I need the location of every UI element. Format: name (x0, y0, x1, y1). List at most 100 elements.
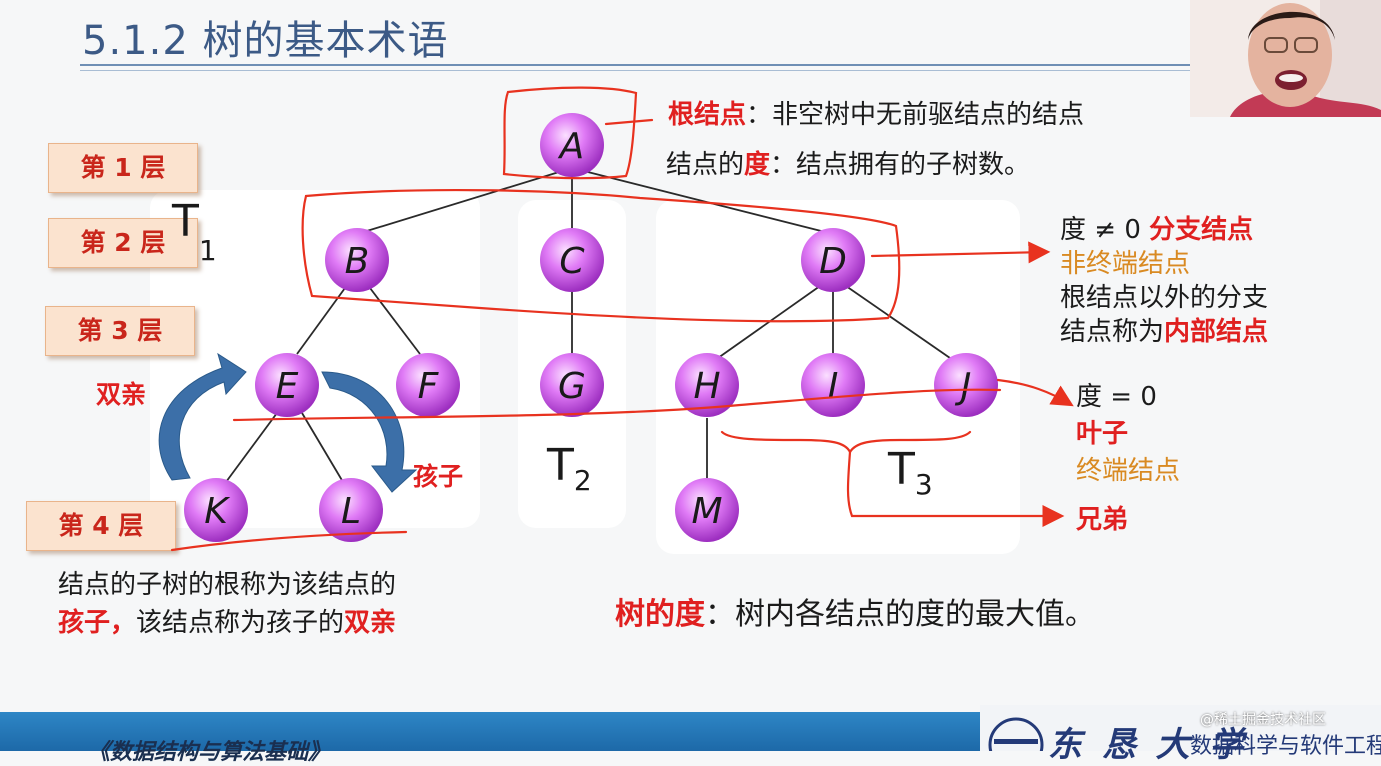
node-label-b: B (345, 241, 370, 282)
node-label-i: I (828, 366, 839, 407)
tree-degree-sep: ： (705, 597, 735, 632)
node-label-m: M (691, 491, 722, 532)
subtree-label-t2: T2 (547, 440, 592, 497)
node-g: G (540, 353, 604, 417)
degree-sep: ： (770, 150, 797, 180)
title-rule (80, 70, 1190, 71)
subtree-t3-letter: T (888, 444, 915, 495)
sibling-arrow (846, 450, 1065, 527)
node-i: I (801, 353, 865, 417)
level-label-3: 第 3 层 (45, 306, 195, 356)
internal-node-term: 内部结点 (1164, 317, 1269, 347)
parent-label: 双亲 (96, 380, 147, 409)
tree-degree-definition: 树的度：树内各结点的度的最大值。 (615, 598, 1095, 632)
child-def-line-2: 孩子，该结点称为孩子的双亲 (58, 604, 396, 642)
root-definition: 根结点：非空树中无前驱结点的结点 (668, 98, 1084, 132)
subtree-t1-letter: T (172, 196, 199, 247)
node-l: L (319, 478, 383, 542)
child-def-comma: ， (110, 608, 137, 638)
node-label-g: G (558, 366, 586, 407)
tree-edges (225, 167, 951, 483)
subtree-t3-index: 3 (914, 467, 933, 501)
curved-arrow-down-icon (321, 371, 418, 493)
edge-b-f (369, 287, 421, 355)
node-label-c: C (559, 241, 585, 282)
subtree-t2-letter: T (547, 440, 574, 491)
level-label-2: 第 2 层 (48, 218, 198, 268)
presenter-video (1190, 0, 1381, 117)
node-f: F (396, 353, 460, 417)
subtree-t2-index: 2 (573, 463, 592, 497)
node-label-e: E (276, 366, 299, 407)
degree-prefix: 结点的 (666, 150, 745, 180)
child-definition: 结点的子树的根称为该结点的 孩子，该结点称为孩子的双亲 (58, 566, 396, 642)
page-title: 5.1.2 树的基本术语 (82, 18, 449, 64)
branch-arrow (870, 241, 1051, 264)
edge-e-l (301, 412, 344, 483)
child-def-term-parent: 双亲 (344, 608, 397, 638)
course-name: 《数据结构与算法基础》 (88, 739, 331, 765)
curved-arrow-up-icon (158, 352, 247, 481)
degree-definition: 结点的度：结点拥有的子树数。 (666, 148, 1030, 182)
edge-d-j (845, 285, 951, 359)
node-label-l: L (341, 491, 361, 532)
branch-definition: 度 ≠ 0 分支结点 非终端结点 根结点以外的分支 结点称为内部结点 (1060, 213, 1268, 349)
red-annotations (170, 86, 1074, 552)
subtree-label-t3: T3 (888, 444, 933, 501)
branch-line-3: 根结点以外的分支 (1060, 283, 1269, 313)
node-d: D (801, 228, 865, 292)
edge-a-b (356, 167, 573, 235)
subtree-t1-index: 1 (198, 233, 217, 267)
node-c: C (540, 228, 604, 292)
level-label-1: 第 1 层 (48, 143, 198, 193)
degree-text: 结点拥有的子树数。 (796, 150, 1031, 180)
node-k: K (184, 478, 248, 542)
node-label-d: D (819, 241, 847, 282)
tree-degree-term: 树的度 (615, 597, 705, 632)
node-m: M (675, 478, 739, 542)
watermark: @稀土掘金技术社区 (1200, 712, 1326, 728)
root-sep: ： (746, 100, 773, 130)
branch-term: 分支结点 (1149, 215, 1254, 245)
leaf-term: 叶子 (1076, 419, 1129, 449)
node-label-a: A (558, 126, 585, 167)
level-label-4: 第 4 层 (26, 501, 176, 551)
edge-a-d (571, 167, 834, 235)
edge-e-k (225, 412, 278, 483)
branch-line4-prefix: 结点称为 (1060, 317, 1165, 347)
title-rule (80, 64, 1190, 66)
level2-box (301, 188, 901, 323)
root-box (502, 86, 638, 180)
branch-line-4: 结点称为内部结点 (1060, 315, 1268, 349)
node-b: B (325, 228, 389, 292)
level3-underline (232, 388, 1002, 422)
node-e: E (255, 353, 319, 417)
tree-nodes: A B C D E F G H I J K L M (184, 113, 998, 542)
child-label: 孩子 (413, 462, 464, 491)
subtree-label-t1: T1 (172, 196, 217, 267)
department-name: 数据科学与软件工程 (1190, 734, 1381, 759)
tree-degree-text: 树内各结点的度的最大值。 (735, 597, 1095, 632)
level4-underline (170, 530, 408, 552)
node-h: H (675, 353, 739, 417)
t3-brace (720, 430, 972, 455)
school-banner (980, 705, 1381, 766)
leaf-arrow (996, 378, 1074, 407)
root-text: 非空树中无前驱结点的结点 (772, 100, 1085, 130)
school-logo-icon (988, 717, 1044, 766)
leaf-definition: 度 = 0 叶子 终端结点 (1076, 380, 1180, 488)
child-def-line-1: 结点的子树的根称为该结点的 (58, 570, 397, 600)
node-a: A (540, 113, 604, 177)
leaf-alt: 终端结点 (1076, 456, 1181, 486)
root-pointer (604, 118, 654, 126)
node-label-k: K (204, 491, 230, 532)
leaf-cond: 度 = 0 (1076, 382, 1157, 412)
sibling-term: 兄弟 (1076, 505, 1129, 535)
node-j: J (934, 353, 998, 417)
node-label-f: F (418, 366, 440, 407)
node-label-h: H (693, 366, 720, 407)
child-def-mid: 该结点称为孩子的 (136, 608, 345, 638)
edge-b-e (296, 287, 346, 355)
root-term: 根结点 (668, 100, 747, 130)
